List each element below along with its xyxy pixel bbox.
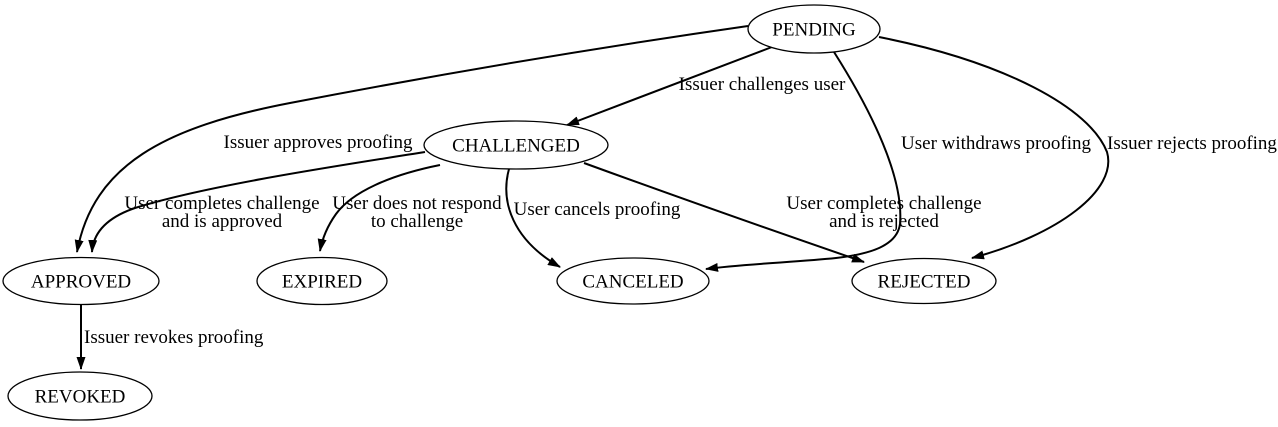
edge-label-issuer-approves-proofing: Issuer approves proofing (224, 132, 413, 153)
edge-challenged-approved: User completes challenge and is approved (88, 151, 426, 253)
edge-line-pending-approved (74, 25, 749, 253)
state-ellipse-approved (2, 256, 160, 306)
state-ellipse-pending (747, 4, 881, 54)
state-node-rejected: REJECTED (851, 257, 997, 305)
edge-line-pending-rejected (878, 36, 1110, 260)
edge-approved-revoked: Issuer revokes proofing (76, 305, 264, 370)
edge-pending-rejected: Issuer rejects proofing (878, 36, 1277, 260)
edge-line-challenged-rejected (583, 162, 865, 263)
state-label-expired: EXPIRED (282, 272, 362, 293)
edge-label-user-completes-challenge-rejected-line1: User completes challenge (786, 193, 981, 214)
state-label-pending: PENDING (772, 20, 856, 41)
edge-label-user-completes-challenge-approved-line2: and is approved (162, 211, 283, 232)
state-ellipse-rejected (851, 257, 997, 305)
state-node-expired: EXPIRED (256, 256, 388, 306)
state-ellipse-challenged (423, 120, 609, 170)
edge-label-issuer-challenges-user: Issuer challenges user (679, 74, 846, 95)
state-label-revoked: REVOKED (35, 387, 126, 408)
state-node-canceled: CANCELED (556, 257, 710, 305)
state-label-rejected: REJECTED (878, 272, 971, 293)
edge-label-user-cancels-proofing: User cancels proofing (514, 199, 681, 220)
edge-challenged-rejected: User completes challenge and is rejected (583, 162, 982, 263)
state-ellipse-canceled (556, 257, 710, 305)
state-node-pending: PENDING (747, 4, 881, 54)
edge-line-pending-challenged (566, 46, 773, 126)
edge-label-user-completes-challenge-rejected-line2: and is rejected (829, 211, 939, 232)
state-label-canceled: CANCELED (582, 272, 683, 293)
edge-line-challenged-canceled (505, 168, 561, 268)
edge-challenged-canceled: User cancels proofing (505, 168, 681, 268)
edge-label-user-does-not-respond-line2: to challenge (371, 211, 463, 232)
edge-label-issuer-revokes-proofing: Issuer revokes proofing (84, 327, 264, 348)
edge-label-user-completes-challenge-approved-line1: User completes challenge (124, 193, 319, 214)
edge-line-challenged-approved (88, 151, 426, 253)
edge-pending-canceled: User withdraws proofing (705, 51, 1091, 272)
edge-pending-challenged: Issuer challenges user (566, 46, 846, 126)
edge-pending-approved: Issuer approves proofing (74, 25, 749, 253)
edge-label-user-does-not-respond-line1: User does not respond (332, 193, 502, 214)
state-label-approved: APPROVED (31, 272, 131, 293)
edge-challenged-expired: User does not respond to challenge (317, 164, 502, 252)
edge-label-issuer-rejects-proofing: Issuer rejects proofing (1107, 133, 1277, 154)
state-node-challenged: CHALLENGED (423, 120, 609, 170)
edge-line-pending-canceled (705, 51, 902, 272)
edge-line-challenged-expired (317, 164, 441, 252)
edge-label-user-withdraws-proofing: User withdraws proofing (901, 133, 1091, 154)
state-ellipse-revoked (7, 371, 153, 421)
state-node-revoked: REVOKED (7, 371, 153, 421)
state-ellipse-expired (256, 256, 388, 306)
state-label-challenged: CHALLENGED (452, 136, 580, 157)
state-node-approved: APPROVED (2, 256, 160, 306)
